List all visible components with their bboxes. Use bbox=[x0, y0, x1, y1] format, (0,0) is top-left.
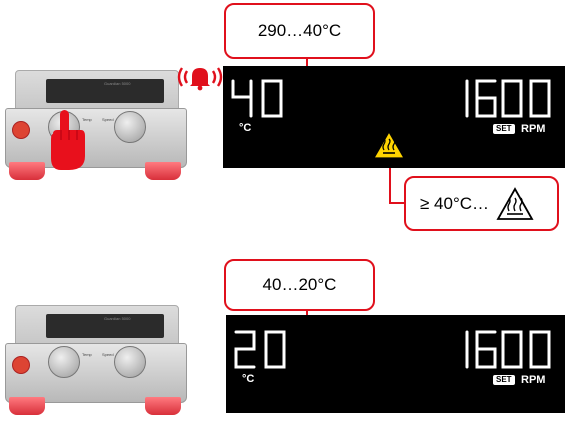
set-badge: SET bbox=[493, 124, 515, 134]
device-logo bbox=[12, 121, 30, 139]
speed-unit: RPM bbox=[521, 374, 546, 386]
device-body: Temp Speed bbox=[5, 343, 187, 403]
temperature-range-callout-bottom: 40…20°C bbox=[224, 259, 375, 311]
device-illustration-top: Guardian 5000 Temp Speed bbox=[5, 70, 187, 190]
hot-surface-warning-icon bbox=[372, 130, 406, 159]
warning-callout-text: ≥ 40°C… bbox=[420, 193, 490, 213]
set-badge: SET bbox=[493, 375, 515, 385]
device-foot-left bbox=[9, 397, 45, 415]
speed-readout bbox=[465, 79, 551, 118]
callout-text: 40…20°C bbox=[262, 275, 337, 294]
hot-surface-callout: ≥ 40°C… bbox=[404, 176, 559, 231]
temperature-unit: °C bbox=[239, 122, 252, 134]
device-illustration-bottom: Guardian 5000 Temp Speed bbox=[5, 305, 187, 425]
speed-knob[interactable] bbox=[114, 111, 146, 143]
temp-knob-label: Temp bbox=[82, 117, 92, 122]
temperature-readout bbox=[234, 330, 286, 369]
temp-knob-label: Temp bbox=[82, 352, 92, 357]
warning-leader-line bbox=[389, 168, 391, 204]
display-panel-bottom: °C SET RPM bbox=[226, 315, 565, 413]
speed-knob-label: Speed bbox=[102, 352, 114, 357]
device-brand-label: Guardian 5000 bbox=[104, 81, 131, 86]
device-logo bbox=[12, 356, 30, 374]
warning-leader-line bbox=[389, 202, 405, 204]
speed-knob[interactable] bbox=[114, 346, 146, 378]
speed-readout bbox=[465, 330, 551, 369]
speed-unit: RPM bbox=[521, 123, 546, 135]
temperature-range-callout-top: 290…40°C bbox=[224, 3, 375, 59]
callout-text: 290…40°C bbox=[257, 21, 342, 40]
temperature-readout bbox=[231, 79, 283, 118]
display-panel-top: °C SET RPM bbox=[223, 66, 565, 168]
device-foot-right bbox=[145, 397, 181, 415]
device-foot-left bbox=[9, 162, 45, 180]
hand-press-icon bbox=[51, 110, 85, 170]
device-foot-right bbox=[145, 162, 181, 180]
device-body: Temp Speed bbox=[5, 108, 187, 168]
device-screen bbox=[46, 79, 164, 103]
hot-surface-icon bbox=[496, 186, 534, 220]
speed-knob-label: Speed bbox=[102, 117, 114, 122]
device-screen bbox=[46, 314, 164, 338]
temperature-unit: °C bbox=[242, 373, 255, 385]
temp-knob[interactable] bbox=[48, 346, 80, 378]
device-brand-label: Guardian 5000 bbox=[104, 316, 131, 321]
alarm-bell-icon bbox=[177, 67, 223, 91]
